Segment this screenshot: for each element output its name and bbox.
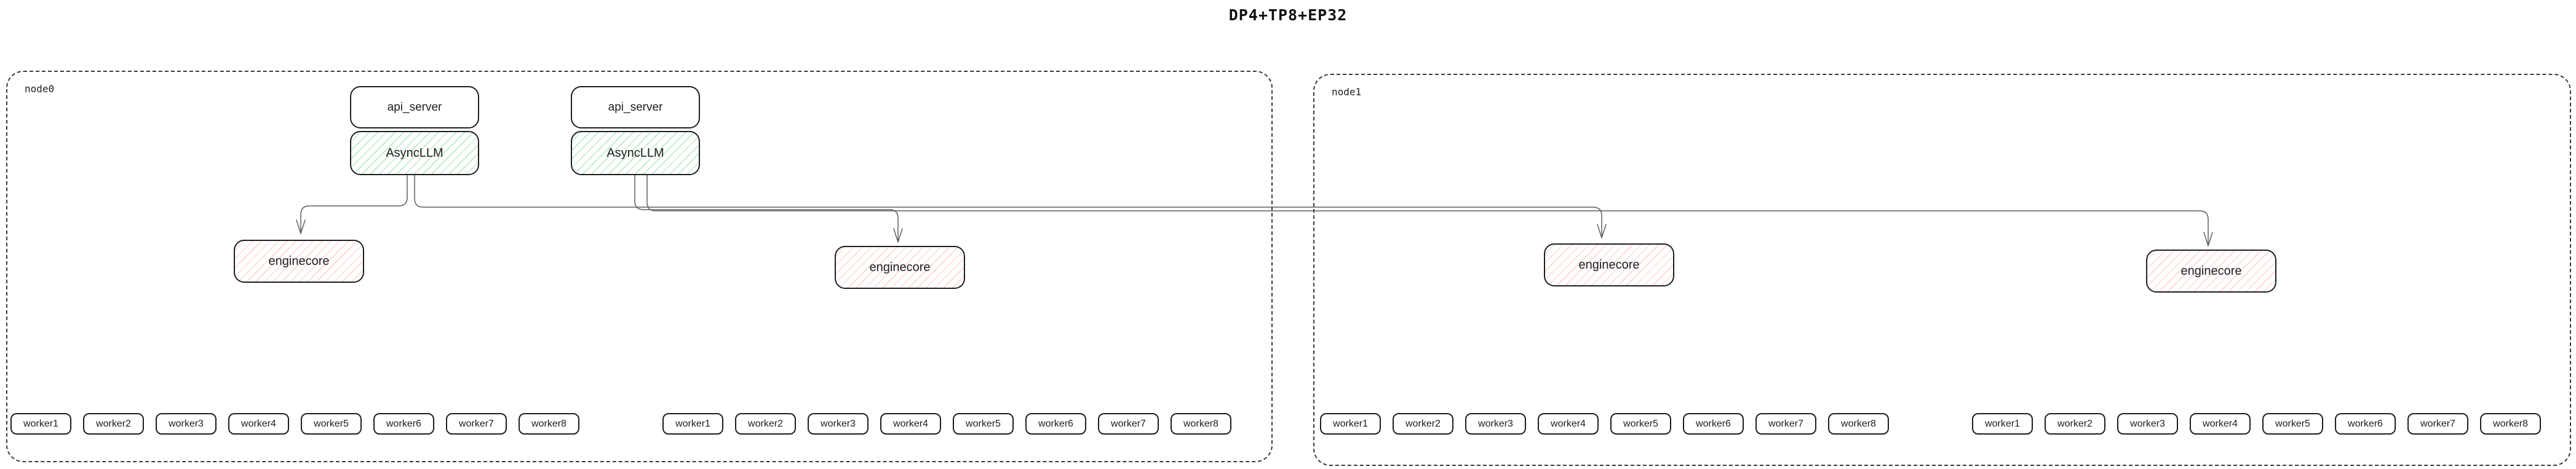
worker-box: worker1 bbox=[1320, 413, 1381, 435]
enginecore-box: enginecore bbox=[234, 240, 364, 283]
diagram-title: DP4+TP8+EP32 bbox=[1228, 6, 1348, 24]
asyncllm-box: AsyncLLM bbox=[350, 131, 479, 175]
worker-box: worker5 bbox=[2262, 413, 2323, 435]
worker-box: worker4 bbox=[2190, 413, 2251, 435]
api-server-box: api_server bbox=[350, 86, 479, 128]
worker-box: worker4 bbox=[1538, 413, 1599, 435]
worker-group: worker1 worker2 worker3 worker4 worker5 worke… bbox=[10, 413, 579, 435]
enginecore-box: enginecore bbox=[2146, 250, 2276, 293]
worker-box: worker7 bbox=[2407, 413, 2468, 435]
worker-box: worker7 bbox=[446, 413, 507, 435]
worker-box: worker3 bbox=[156, 413, 217, 435]
worker-box: worker5 bbox=[301, 413, 362, 435]
worker-group: worker1 worker2 worker3 worker4 worker5 worke… bbox=[1972, 413, 2541, 435]
worker-box: worker4 bbox=[880, 413, 941, 435]
worker-box: worker6 bbox=[1025, 413, 1086, 435]
worker-box: worker2 bbox=[1393, 413, 1453, 435]
worker-box: worker7 bbox=[1755, 413, 1816, 435]
worker-box: worker6 bbox=[2335, 413, 2396, 435]
enginecore-box: enginecore bbox=[835, 246, 965, 289]
worker-group: worker1 worker2 worker3 worker4 worker5 worke… bbox=[662, 413, 1231, 435]
node-box-node1: node1 enginecore enginecore worker1 worker2… bbox=[1313, 74, 2571, 466]
worker-box: worker8 bbox=[1828, 413, 1889, 435]
worker-box: worker2 bbox=[735, 413, 796, 435]
worker-box: worker1 bbox=[10, 413, 71, 435]
asyncllm-box: AsyncLLM bbox=[571, 131, 700, 175]
worker-group: worker1 worker2 worker3 worker4 worker5 worke… bbox=[1320, 413, 1889, 435]
worker-box: worker6 bbox=[1683, 413, 1744, 435]
worker-box: worker8 bbox=[2480, 413, 2541, 435]
worker-box: worker8 bbox=[1171, 413, 1231, 435]
worker-box: worker2 bbox=[83, 413, 144, 435]
enginecore-box: enginecore bbox=[1544, 243, 1674, 286]
worker-box: worker4 bbox=[228, 413, 289, 435]
worker-box: worker3 bbox=[808, 413, 869, 435]
worker-box: worker1 bbox=[1972, 413, 2033, 435]
api-server-box: api_server bbox=[571, 86, 700, 128]
worker-box: worker7 bbox=[1098, 413, 1159, 435]
worker-box: worker2 bbox=[2045, 413, 2105, 435]
worker-box: worker3 bbox=[2117, 413, 2178, 435]
worker-box: worker5 bbox=[953, 413, 1014, 435]
node-label: node1 bbox=[1332, 86, 1362, 98]
worker-box: worker3 bbox=[1465, 413, 1526, 435]
worker-box: worker5 bbox=[1610, 413, 1671, 435]
node-label: node0 bbox=[25, 83, 55, 95]
worker-box: worker6 bbox=[373, 413, 434, 435]
worker-box: worker8 bbox=[519, 413, 579, 435]
worker-box: worker1 bbox=[662, 413, 723, 435]
